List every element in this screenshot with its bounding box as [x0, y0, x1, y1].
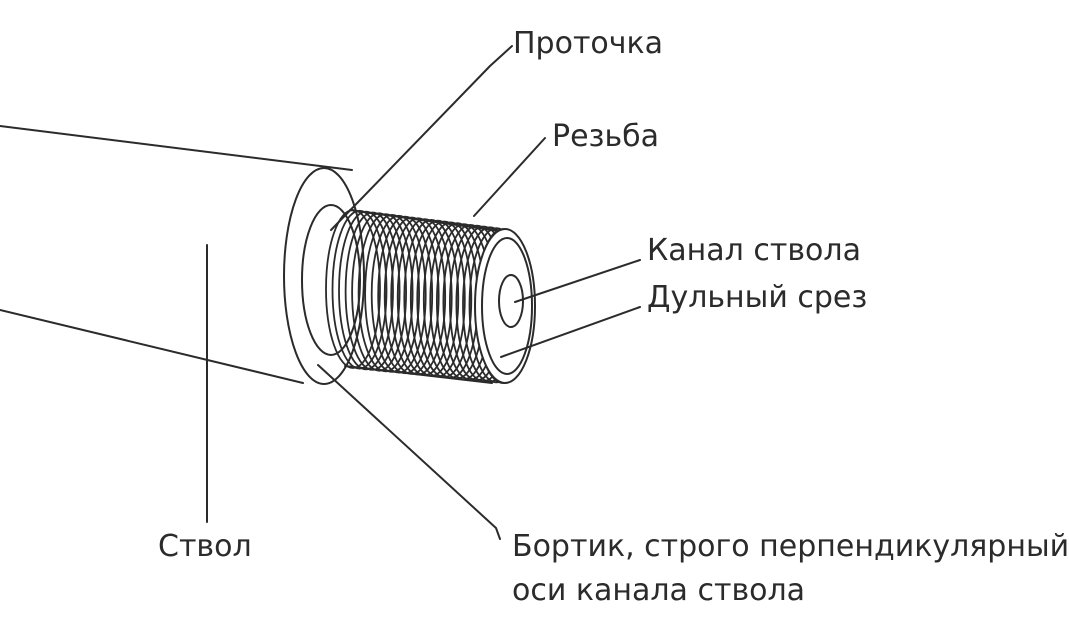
thread-ridge — [325, 209, 381, 369]
leader-bore — [514, 259, 641, 303]
leader-shoulder — [317, 364, 501, 540]
label-bore: Канал ствола — [647, 233, 861, 268]
thread-ridge — [416, 220, 473, 378]
thread-ridge — [364, 213, 421, 373]
label-thread: Резьба — [552, 119, 660, 154]
thread-ridge — [331, 209, 388, 370]
label-groove: Проточка — [513, 26, 664, 61]
groove-ring — [301, 204, 361, 356]
barrel-bottom-edge — [0, 309, 304, 384]
thread-ridge — [403, 218, 460, 377]
thread-ridge — [396, 218, 453, 377]
barrel-top-edge — [0, 125, 353, 171]
leader-thread — [473, 137, 546, 217]
label-shoulder-line2: оси канала ствола — [512, 573, 806, 608]
label-muzzle: Дульный срез — [647, 280, 868, 315]
thread-ridge — [344, 211, 401, 371]
label-barrel: Ствол — [158, 529, 252, 564]
thread-ridge — [370, 214, 427, 374]
bore-hole — [498, 274, 524, 328]
thread-ridge — [409, 219, 466, 378]
thread-ridge — [383, 216, 440, 375]
thread-ridge — [357, 213, 414, 373]
leader-muzzle — [500, 306, 641, 358]
thread-ridge — [351, 212, 408, 372]
leader-groove — [330, 45, 513, 231]
label-shoulder-line1: Бортик, строго перпендикулярный — [512, 529, 1069, 564]
thread-ridge — [390, 217, 447, 376]
thread-ridge — [338, 210, 394, 371]
thread-ridge — [377, 215, 434, 375]
